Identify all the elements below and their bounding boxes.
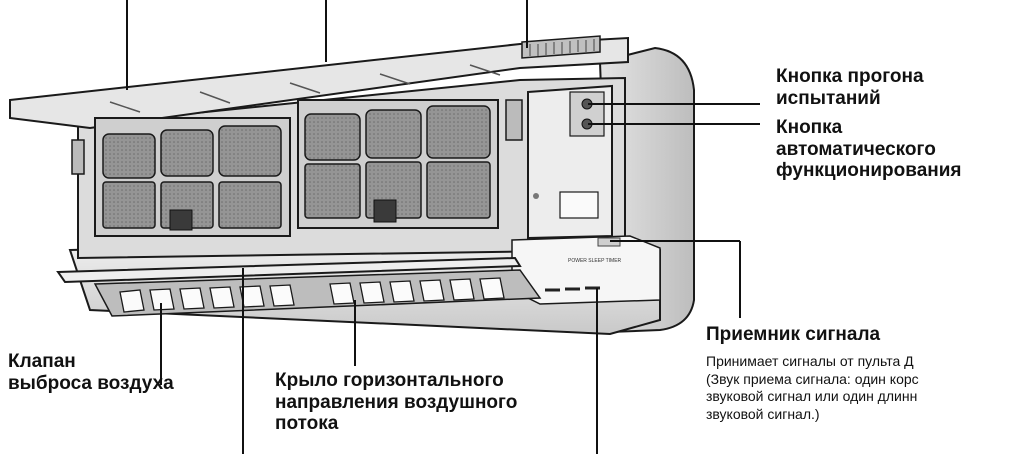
label-auto-operation-button: Кнопка автоматического функционирования [776,117,962,182]
right-filter-tab [373,199,397,223]
display-indicator-labels: POWER SLEEP TIMER [568,258,622,264]
horizontal-vane [56,256,522,284]
right-filter-mesh [304,105,491,219]
top-vent [521,35,601,59]
label-signal-receiver-title: Приемник сигнала [706,324,881,345]
control-box-label [559,191,599,219]
right-clip [505,99,523,141]
label-air-outlet-flap: Клапан выброса воздуха [8,351,174,394]
front-panel-ridges [109,64,501,113]
left-filter-tab [169,209,193,231]
left-filter-mesh [102,125,282,229]
leader-lines [126,0,760,454]
label-test-run-button: Кнопка прогона испытаний [776,66,924,109]
label-signal-receiver-description: Принимает сигналы от пульта Д (Звук прие… [706,353,919,422]
left-clip [71,139,85,175]
label-horizontal-vane: Крыло горизонтального направления воздуш… [275,370,518,435]
